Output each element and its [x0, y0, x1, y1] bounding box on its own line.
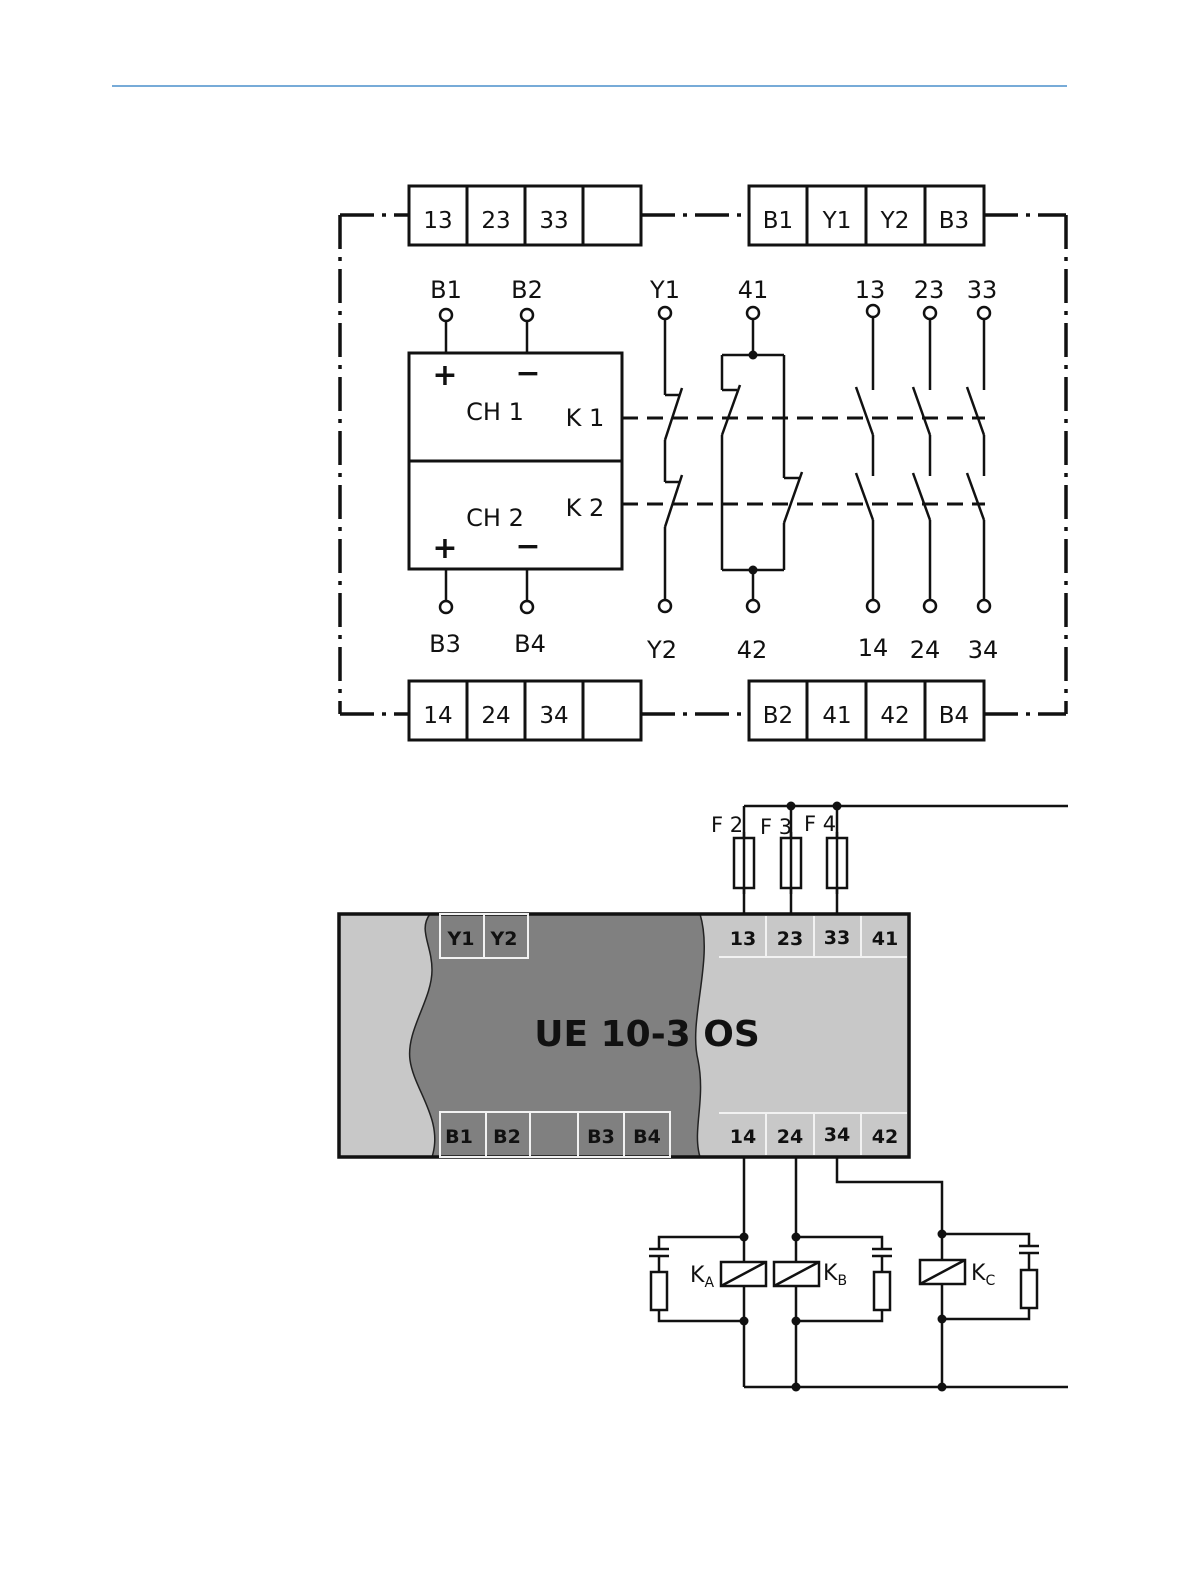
device-terminal: Y1 — [447, 928, 475, 950]
device-terminal: B4 — [633, 1126, 661, 1148]
terminal-label: 24 — [481, 703, 510, 729]
fuse-label: F 2 — [711, 813, 743, 837]
terminal-label: 23 — [481, 208, 510, 234]
terminal-label: B1 — [763, 208, 793, 234]
terminal-label: Y1 — [822, 208, 852, 234]
device-terminal: 14 — [730, 1126, 756, 1148]
terminal-label: B3 — [939, 208, 969, 234]
device-terminal: 34 — [824, 1124, 850, 1146]
contactor-label-b: KB — [823, 1261, 847, 1289]
pin-label: 14 — [858, 634, 889, 662]
terminal-label: 34 — [539, 703, 568, 729]
device-title: UE 10-3 OS — [534, 1014, 760, 1055]
device-ue10-3os: UE 10-3 OS Y1 Y2 13 23 33 41 B1 B2 B3 B4… — [339, 914, 909, 1157]
pin-label: Y2 — [646, 636, 677, 664]
pin-label: 42 — [737, 636, 768, 664]
pin-label: Y1 — [649, 276, 680, 304]
device-terminal: 33 — [824, 927, 850, 949]
device-terminal: 24 — [777, 1126, 803, 1148]
terminal-label: 42 — [880, 703, 909, 729]
pin-label: 24 — [910, 636, 941, 664]
device-terminal: Y2 — [490, 928, 518, 950]
pin-label: B3 — [429, 630, 461, 658]
terminal-label: B4 — [939, 703, 969, 729]
pin-label: B2 — [511, 276, 543, 304]
device-terminal: B3 — [587, 1126, 615, 1148]
plus-sign: + — [432, 358, 457, 393]
plus-sign: + — [432, 531, 457, 566]
terminal-label: 13 — [423, 208, 452, 234]
device-terminal: 42 — [872, 1126, 898, 1148]
device-terminal: 23 — [777, 928, 803, 950]
terminal-label: 41 — [822, 703, 851, 729]
pin-label: 33 — [967, 276, 998, 304]
contactor-label-c: KC — [971, 1261, 995, 1289]
terminal-label: Y2 — [880, 208, 910, 234]
contactor-label-a: KA — [690, 1263, 714, 1291]
fuse-labels: F 2 F 3 F 4 — [711, 812, 836, 839]
device-terminal: B2 — [493, 1126, 521, 1148]
pin-label: 13 — [855, 276, 886, 304]
channel-name: CH 1 — [466, 398, 524, 426]
device-terminal: 41 — [872, 928, 898, 950]
relay-label: K 2 — [566, 494, 605, 522]
relay-label: K 1 — [566, 404, 605, 432]
pin-labels: B1 B2 Y1 41 13 23 33 B3 B4 Y2 42 14 24 3… — [429, 276, 998, 664]
pin-label: 41 — [738, 276, 769, 304]
terminal-label: 14 — [423, 703, 452, 729]
terminal-label: 33 — [539, 208, 568, 234]
device-terminal: B1 — [445, 1126, 473, 1148]
fuse-label: F 4 — [804, 812, 836, 836]
pin-label: 34 — [968, 636, 999, 664]
terminal-label: B2 — [763, 703, 793, 729]
pin-label: B4 — [514, 630, 546, 658]
channel-name: CH 2 — [466, 504, 524, 532]
device-terminal: 13 — [730, 928, 756, 950]
pin-label: 23 — [914, 276, 945, 304]
minus-sign: − — [515, 356, 540, 391]
minus-sign: − — [515, 529, 540, 564]
fuse-label: F 3 — [760, 815, 792, 839]
pin-label: B1 — [430, 276, 462, 304]
